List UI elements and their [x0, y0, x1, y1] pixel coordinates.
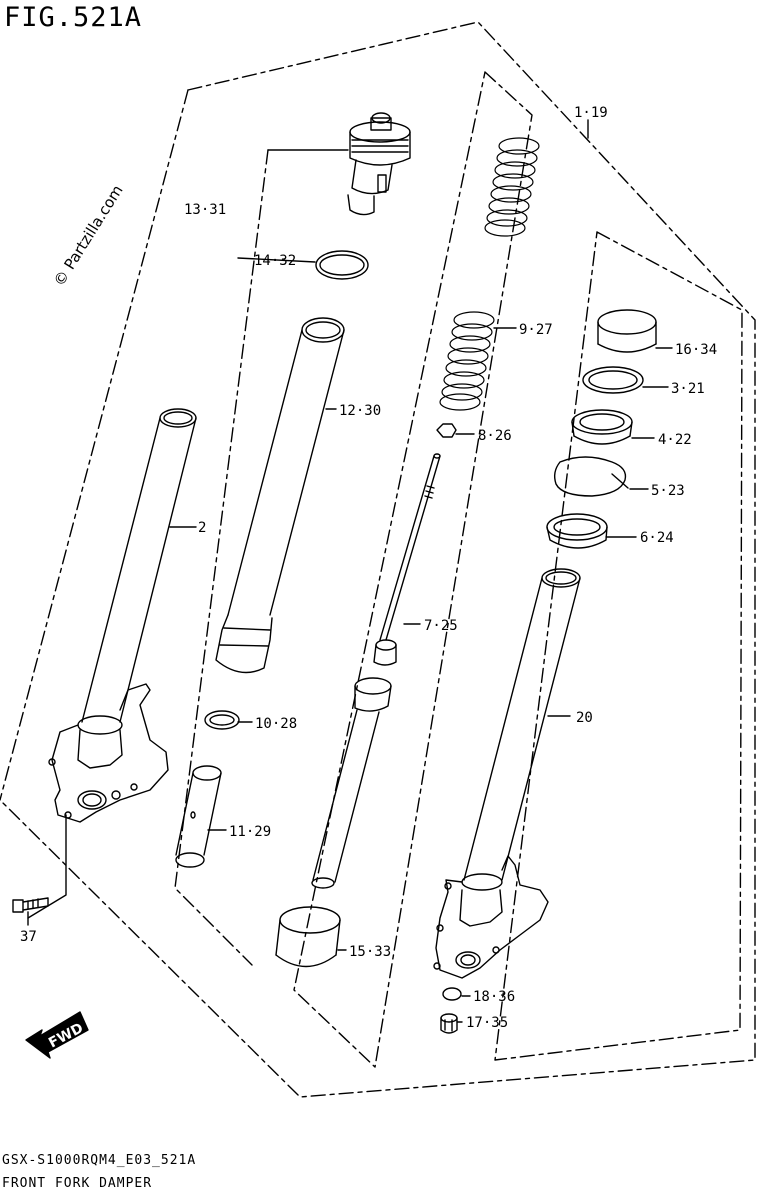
footer-name: FRONT FORK DAMPER: [2, 1176, 153, 1191]
label-part-12: 12·30: [339, 403, 381, 419]
label-part-11: 11·29: [229, 824, 271, 840]
part-6-dust-seal: [546, 513, 608, 549]
label-part-13: 13·31: [184, 202, 226, 218]
outer-boundary-edge: [0, 89, 189, 801]
label-part-16: 16·34: [675, 342, 717, 358]
left-group-boundary: [174, 149, 269, 966]
part-9-spring-bottom: [439, 311, 495, 411]
label-part-3: 3·21: [671, 381, 705, 397]
part-10-seal: [204, 710, 240, 730]
leader-37: [27, 814, 67, 919]
inner-group-boundary: [293, 71, 533, 1068]
label-part-4: 4·22: [658, 432, 692, 448]
leader-14: [237, 257, 316, 263]
label-part-7: 7·25: [424, 618, 458, 634]
label-part-2: 2: [198, 520, 206, 536]
part-20-inner-tube-right: [433, 568, 581, 979]
part-9-spring-top: [484, 137, 540, 237]
label-part-14: 14·32: [254, 253, 296, 269]
label-part-17: 17·35: [466, 1015, 508, 1031]
part-18-washer: [442, 987, 462, 1001]
label-part-1: 1·19: [574, 105, 608, 121]
label-part-15: 15·33: [349, 944, 391, 960]
part-7-damper-rod: [311, 453, 441, 889]
part-17-bolt: [440, 1013, 458, 1034]
part-14-o-ring: [315, 250, 369, 280]
outer-boundary: [0, 21, 756, 1098]
footer-code: GSX-S1000RQM4_E03_521A: [2, 1153, 197, 1168]
part-15-collar: [275, 906, 341, 968]
figure-title: FIG.521A: [4, 2, 143, 33]
right-group-boundary: [494, 231, 743, 1061]
label-part-8: 8·26: [478, 428, 512, 444]
part-4-oil-seal: [571, 409, 633, 445]
label-part-5: 5·23: [651, 483, 685, 499]
part-12-outer-tube: [215, 317, 345, 674]
label-part-37: 37: [20, 929, 37, 945]
label-part-20: 20: [576, 710, 593, 726]
fwd-arrow-icon: FWD: [25, 1011, 89, 1059]
label-part-10: 10·28: [255, 716, 297, 732]
part-16-bushing: [597, 309, 657, 353]
part-3-washer: [582, 366, 644, 394]
label-part-6: 6·24: [640, 530, 674, 546]
part-5-stopper-ring: [553, 456, 629, 497]
label-part-18: 18·36: [473, 989, 515, 1005]
part-13-fork-cap: [347, 112, 411, 216]
part-37-bolt: [12, 897, 49, 913]
part-11-cylinder: [175, 765, 222, 868]
part-2-inner-tube-left: [48, 408, 197, 823]
label-part-9: 9·27: [519, 322, 553, 338]
part-8-nut: [436, 423, 457, 438]
